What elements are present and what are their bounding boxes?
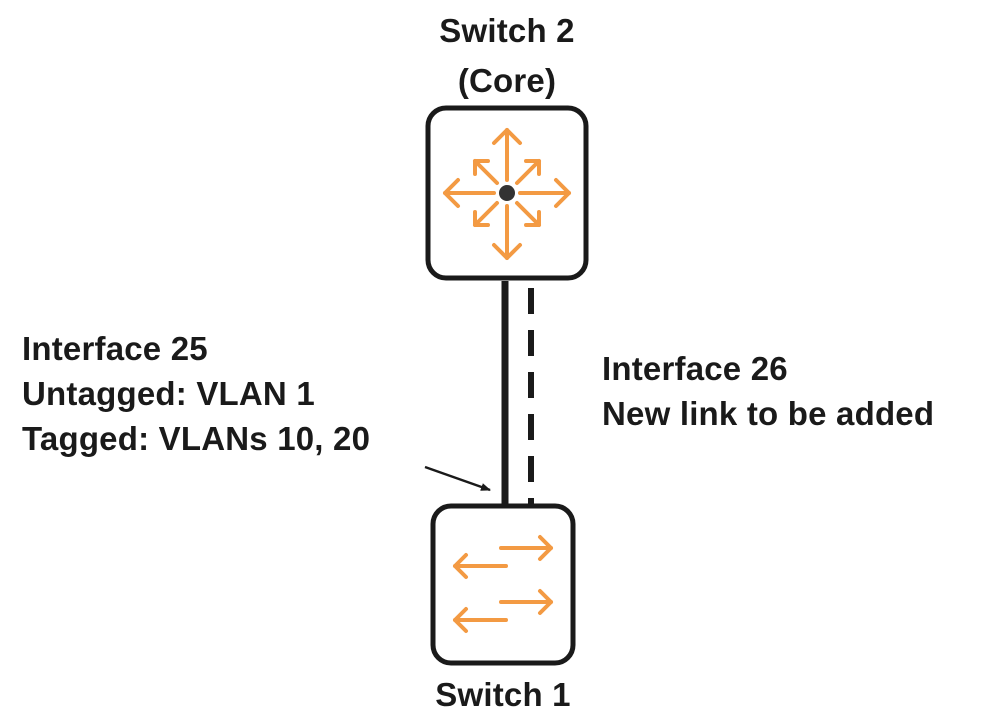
hub-dot [499,185,515,201]
switch2-name: Switch 2 [439,12,575,49]
switch1-box [430,503,576,666]
interface25-untagged: Untagged: VLAN 1 [22,375,315,412]
interface25-tagged: Tagged: VLANs 10, 20 [22,420,371,457]
switch1-name: Switch 1 [435,676,571,713]
interface25-name: Interface 25 [22,330,208,367]
core-switch-arrows-icon [443,128,571,260]
switch-bidirectional-arrows-icon [453,535,553,633]
interface25-pointer-arrow [424,465,491,492]
interface26-description: New link to be added [602,395,935,432]
switch2-role: (Core) [457,62,557,99]
interface26-name: Interface 26 [602,350,788,387]
